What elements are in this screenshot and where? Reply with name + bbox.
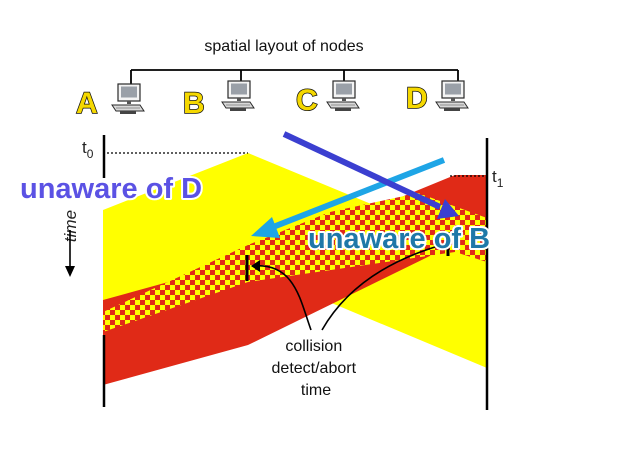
time-axis-label: time xyxy=(61,210,80,242)
annotation-unaware-of-d: unaware of D xyxy=(20,173,202,205)
node-label-b: B xyxy=(183,87,205,120)
collision-overlap-band xyxy=(103,193,487,332)
layout-title: spatial layout of nodes xyxy=(204,38,363,55)
signal-regions xyxy=(103,153,487,385)
time-axis: time xyxy=(61,210,80,277)
collision-label: collision detect/abort time xyxy=(272,338,361,399)
node-label-c: C xyxy=(296,84,318,117)
svg-text:t1: t1 xyxy=(492,167,504,190)
callout-arrowhead xyxy=(251,260,260,272)
collision-label-line1: collision xyxy=(285,338,342,355)
layout-bracket xyxy=(130,69,459,85)
arrow-b-to-d xyxy=(282,131,459,219)
collision-label-line3: time xyxy=(301,382,331,399)
node-label-a: A xyxy=(76,87,98,120)
t1-marker: t1 xyxy=(450,167,504,190)
collision-label-line2: detect/abort xyxy=(272,360,357,377)
arrow-d-to-b xyxy=(251,157,446,238)
node-label-d: D xyxy=(406,82,428,115)
computer-icon-c xyxy=(326,80,360,112)
computer-icon-b xyxy=(221,80,255,112)
svg-text:t0: t0 xyxy=(82,138,94,161)
t0-marker: t0 xyxy=(82,138,248,161)
annotation-unaware-of-b: unaware of B xyxy=(308,223,490,255)
collision-callout-curves xyxy=(251,243,446,331)
computer-icon-a xyxy=(111,83,145,115)
computer-icon-d xyxy=(435,80,469,112)
